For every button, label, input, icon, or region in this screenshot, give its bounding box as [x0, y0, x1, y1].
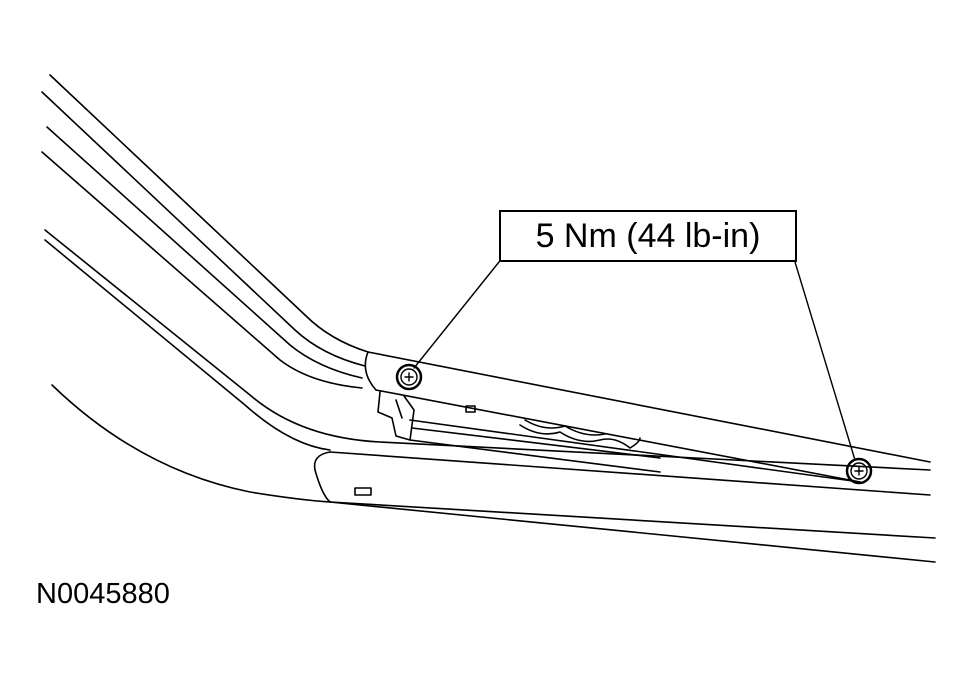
arm-line-3 [46, 126, 363, 379]
arm-line-1 [49, 74, 369, 353]
fastener-nut-1 [395, 363, 423, 391]
arm-line-4 [41, 151, 363, 389]
cowl-nose [313, 451, 331, 503]
leader-line-2 [794, 261, 856, 461]
cowl-lines [44, 229, 936, 563]
wiper-arm-body [364, 351, 931, 483]
small-slot-2 [354, 487, 372, 496]
spring-detail-2 [524, 419, 606, 436]
bracket-lip [411, 427, 661, 459]
torque-label: 5 Nm (44 lb-in) [535, 216, 761, 255]
arm-inner-edge [409, 419, 861, 483]
leader-lines [413, 261, 856, 461]
arm-top-edge [367, 351, 931, 463]
figure-id-label: N0045880 [36, 578, 170, 610]
torque-callout: 5 Nm (44 lb-in) [499, 210, 797, 262]
arm-upper-lines [41, 74, 369, 389]
cowl-line-4 [329, 501, 936, 563]
cowl-line-2 [44, 239, 331, 451]
bracket-foot [409, 439, 661, 473]
spring-detail [519, 424, 641, 449]
cowl-line-3 [51, 384, 936, 539]
cowl-line-5 [329, 451, 931, 496]
small-slot-1 [465, 405, 476, 413]
bracket-tab [395, 399, 403, 419]
cowl-line-1 [44, 229, 931, 471]
arm-bottom-edge [375, 389, 861, 483]
bracket-outline [377, 391, 415, 441]
arm-line-2 [41, 91, 366, 367]
leader-line-1 [413, 261, 500, 369]
arm-end-cap [364, 351, 377, 391]
fastener-nut-2 [845, 457, 873, 485]
linkage-bracket [354, 391, 661, 496]
